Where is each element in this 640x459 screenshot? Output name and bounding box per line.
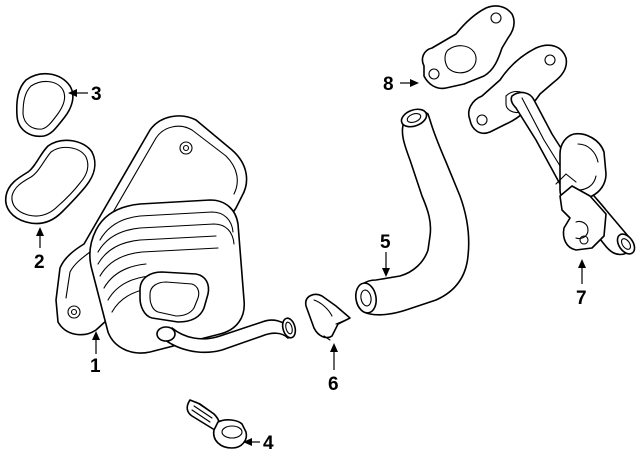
oil-cooler-assembly (55, 115, 297, 354)
callout-1-label: 1 (90, 356, 101, 377)
hose-clamp (304, 293, 351, 341)
bolt (186, 399, 248, 449)
pipe-assembly (467, 44, 636, 256)
callout-6-label: 6 (328, 374, 339, 395)
callout-2-label: 2 (34, 252, 45, 273)
callout-3: 3 (68, 84, 102, 105)
callout-8-label: 8 (383, 74, 394, 95)
callout-1: 1 (90, 331, 101, 377)
callout-6: 6 (328, 343, 339, 395)
callout-3-label: 3 (91, 84, 102, 105)
o-ring-gasket (15, 73, 74, 138)
callout-2: 2 (34, 227, 45, 273)
callout-7: 7 (576, 259, 587, 309)
callout-4: 4 (243, 433, 274, 454)
flange-gasket (421, 5, 515, 90)
callout-5: 5 (380, 232, 391, 277)
callout-8: 8 (383, 74, 419, 95)
coolant-hose (355, 108, 470, 316)
callout-7-label: 7 (576, 288, 587, 309)
callout-5-label: 5 (380, 232, 391, 253)
callout-4-label: 4 (263, 433, 274, 454)
cooler-gasket (4, 139, 96, 225)
